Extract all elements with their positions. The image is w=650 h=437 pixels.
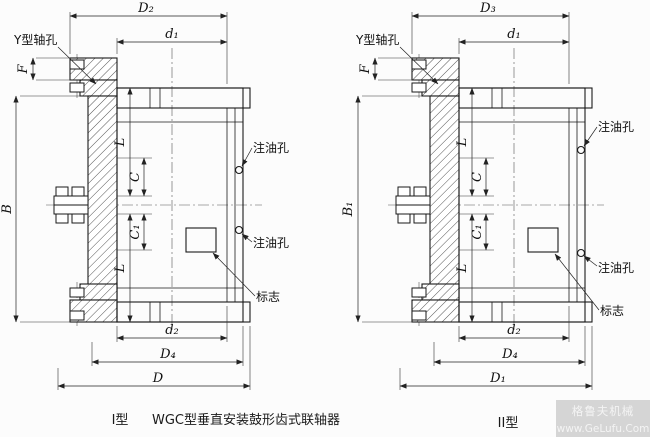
oil-hole-label-bottom: 注油孔 bbox=[598, 260, 634, 275]
dim-label-D: D bbox=[152, 371, 164, 386]
marking-callout: 标志 bbox=[554, 253, 624, 318]
dim-D4: D₄ bbox=[433, 326, 586, 366]
dim-label-C: C bbox=[470, 172, 485, 182]
oil-hole-bottom bbox=[576, 248, 586, 258]
mid-flange-bolted-joint bbox=[53, 186, 89, 224]
dim-label-D1: D₁ bbox=[489, 371, 506, 386]
figure-type-2: D₃ d₁ F B₁ L bbox=[341, 1, 634, 390]
watermark-brand: 格鲁夫机械 bbox=[571, 404, 635, 418]
oil-hole-bottom bbox=[234, 225, 244, 235]
cap-bolt-nut bbox=[69, 310, 85, 321]
dim-C1: C₁ bbox=[117, 213, 152, 251]
dim-C: C bbox=[117, 157, 152, 197]
marking-callout: 标志 bbox=[212, 252, 280, 304]
oil-hole-label-top: 注油孔 bbox=[253, 140, 289, 155]
dim-B1: B₁ bbox=[341, 95, 430, 323]
flange-bolt-head bbox=[413, 186, 427, 197]
dim-D1: D₁ bbox=[399, 326, 593, 390]
marking-label: 标志 bbox=[600, 304, 624, 318]
dim-label-B1: B₁ bbox=[341, 202, 356, 218]
flange-bolt-nut bbox=[413, 213, 427, 224]
figure-type-1: D₂ d₁ F B L bbox=[0, 1, 289, 390]
shaft-hole-label: Y型轴孔 bbox=[13, 32, 57, 47]
dim-C: C bbox=[459, 157, 494, 197]
cap-bolt-head bbox=[411, 287, 427, 298]
cap-bolt-nut bbox=[411, 82, 427, 93]
sleeve-body bbox=[116, 87, 251, 323]
watermark: 格鲁夫机械 www.GeLufu.Com bbox=[556, 400, 650, 437]
marking-label: 标志 bbox=[256, 290, 280, 304]
dim-d1: d₁ bbox=[458, 27, 570, 54]
oil-hole-top bbox=[234, 165, 244, 175]
dim-label-C: C bbox=[128, 172, 143, 182]
marking-plate bbox=[185, 227, 217, 253]
drawing-title: WGC型垂直安装鼓形齿式联轴器 bbox=[152, 413, 340, 428]
flange-bolt-nut bbox=[55, 213, 69, 224]
oil-hole-label-bottom: 注油孔 bbox=[253, 235, 289, 250]
annotations-fig2: Y型轴孔 注油孔 注油孔 标志 bbox=[355, 32, 634, 318]
flange-bolt-nut bbox=[397, 213, 411, 224]
dim-label-L-bottom: L bbox=[113, 264, 128, 274]
dim-d1: d₁ bbox=[116, 27, 228, 54]
dim-L-bottom: L bbox=[455, 213, 475, 323]
caption-row: I型 WGC型垂直安装鼓形齿式联轴器 II型 bbox=[112, 413, 519, 431]
dim-label-d1: d₁ bbox=[165, 27, 179, 42]
dimensions-fig1: D₂ d₁ F B L bbox=[0, 1, 251, 390]
figure2-type-label: II型 bbox=[498, 416, 519, 431]
dim-label-D3: D₃ bbox=[479, 1, 496, 16]
dim-label-F: F bbox=[358, 64, 373, 75]
shaft-hole-callout: Y型轴孔 bbox=[355, 32, 439, 85]
dim-label-B: B bbox=[0, 204, 15, 215]
dim-D3: D₃ bbox=[411, 1, 570, 84]
dim-C1: C₁ bbox=[459, 213, 494, 251]
dim-label-D2: D₂ bbox=[137, 1, 154, 16]
dim-label-L-bottom: L bbox=[455, 264, 470, 274]
dimensions-fig2: D₃ d₁ F B₁ L bbox=[341, 1, 593, 390]
watermark-url: www.GeLufu.Com bbox=[556, 422, 650, 435]
oil-hole-callout-bottom: 注油孔 bbox=[241, 233, 289, 250]
dim-D: D bbox=[57, 326, 251, 390]
sectioned-flange-column bbox=[411, 57, 460, 323]
oil-hole-top bbox=[576, 145, 586, 155]
cap-bolt-nut bbox=[69, 82, 85, 93]
flange-bolt-head bbox=[397, 186, 411, 197]
oil-hole-label-top: 注油孔 bbox=[598, 119, 634, 134]
dim-label-L-top: L bbox=[113, 138, 128, 148]
dim-label-d1: d₁ bbox=[507, 27, 521, 42]
oil-hole-callout-top: 注油孔 bbox=[241, 140, 289, 167]
dim-D2: D₂ bbox=[69, 1, 228, 84]
dim-label-d2: d₂ bbox=[507, 323, 521, 338]
figure1-type-label: I型 bbox=[112, 413, 129, 428]
dim-L-bottom: L bbox=[113, 213, 133, 323]
dim-label-F: F bbox=[16, 64, 31, 75]
sleeve-body bbox=[458, 87, 593, 323]
dim-F: F bbox=[358, 57, 422, 81]
marking-plate bbox=[527, 227, 559, 253]
flange-bolt-head bbox=[55, 186, 69, 197]
dim-label-D4: D₄ bbox=[159, 347, 176, 362]
oil-hole-callout-top: 注油孔 bbox=[583, 119, 634, 147]
dim-B: B bbox=[0, 95, 88, 323]
cap-bolt-nut bbox=[411, 310, 427, 321]
dim-label-L-top: L bbox=[455, 138, 470, 148]
annotations-fig1: Y型轴孔 注油孔 注油孔 标志 bbox=[13, 32, 289, 304]
cap-bolt-head bbox=[69, 287, 85, 298]
dim-label-D4: D₄ bbox=[501, 347, 518, 362]
sectioned-flange-column bbox=[69, 57, 118, 323]
dim-D4: D₄ bbox=[91, 326, 244, 366]
cap-bolt-head bbox=[69, 59, 85, 70]
dim-d2: d₂ bbox=[116, 306, 228, 342]
mid-flange-bolted-joint bbox=[395, 186, 431, 224]
shaft-hole-label: Y型轴孔 bbox=[355, 32, 399, 47]
dim-d2: d₂ bbox=[458, 306, 570, 342]
cap-bolt-head bbox=[411, 59, 427, 70]
oil-hole-callout-bottom: 注油孔 bbox=[583, 255, 634, 275]
dim-label-d2: d₂ bbox=[165, 323, 179, 338]
dim-F: F bbox=[16, 57, 80, 81]
shaft-hole-callout: Y型轴孔 bbox=[13, 32, 97, 85]
flange-bolt-nut bbox=[71, 213, 85, 224]
flange-bolt-head bbox=[71, 186, 85, 197]
